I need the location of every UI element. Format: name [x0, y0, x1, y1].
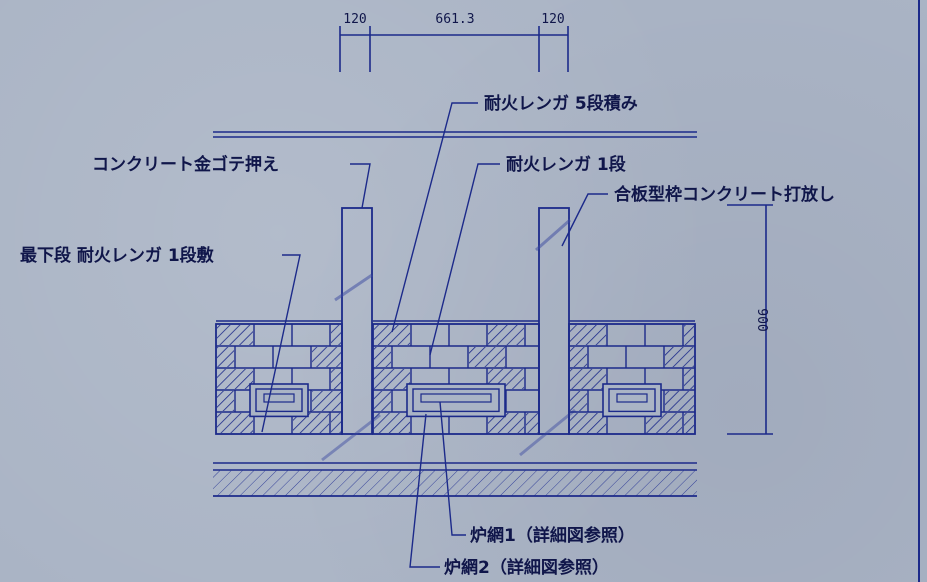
label-concrete-trowel: コンクリート金ゴテ押え — [92, 154, 279, 175]
label-refractory-1-course: 耐火レンガ 1段 — [506, 154, 626, 175]
dim-top-middle: 661.3 — [435, 12, 474, 27]
label-refractory-5-courses: 耐火レンガ 5段積み — [484, 93, 638, 114]
brick-block-center — [372, 320, 540, 435]
dim-top-left: 120 — [343, 12, 366, 27]
top-dimension: 120 661.3 120 — [339, 12, 569, 72]
dim-height: 900 — [754, 308, 769, 331]
label-bottom-refractory: 最下段 耐火レンガ 1段敷 — [20, 245, 215, 266]
label-plywood-form-concrete: 合板型枠コンクリート打放し — [614, 184, 835, 205]
label-grate-2: 炉網2（詳細図参照） — [444, 557, 609, 578]
leader-lines — [261, 102, 608, 568]
label-grate-1: 炉網1（詳細図参照） — [470, 525, 635, 546]
bottom-slab — [213, 462, 697, 497]
dim-top-right: 120 — [541, 12, 564, 27]
height-dimension: 900 — [727, 204, 773, 435]
brick-block-left — [215, 320, 343, 435]
concrete-wall-left — [341, 207, 373, 435]
top-double-line — [213, 131, 697, 138]
brick-block-right — [568, 320, 696, 435]
